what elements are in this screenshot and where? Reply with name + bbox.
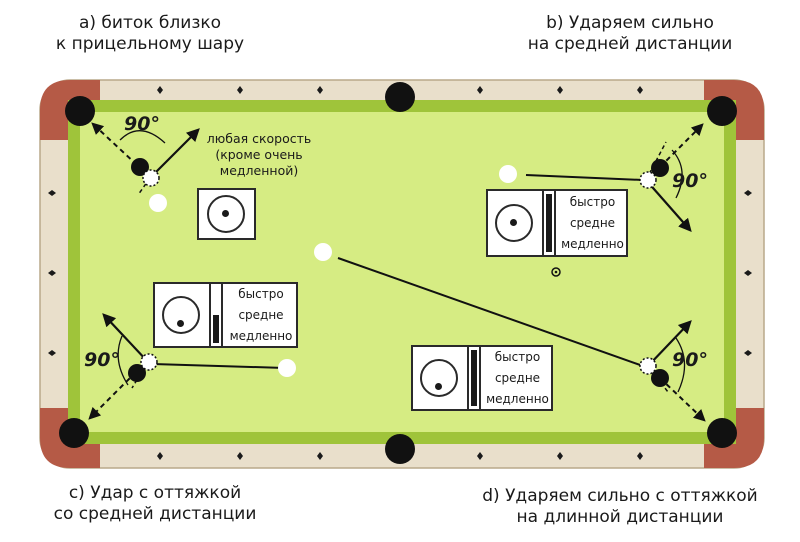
caption-c-line1: с) Удар с оттяжкой [68, 483, 242, 503]
speed-fast-c: быстро [238, 287, 284, 302]
object-ball-c [128, 364, 146, 382]
angle-label-d: 90° [672, 349, 708, 371]
cue-ball-a [149, 194, 167, 212]
angle-arc-c [117, 335, 129, 386]
path-c-object-ball [88, 371, 137, 420]
speed-medium-c: средне [238, 307, 284, 322]
table-felt [80, 112, 724, 432]
ghost-ball-a [142, 169, 160, 187]
caption-b-line2: на средней дистанции [527, 34, 733, 54]
spin-dot-c [177, 320, 184, 327]
path-b-cue-line [525, 174, 644, 181]
path-d-object-ball [659, 377, 706, 422]
spin-dot-a [222, 210, 229, 217]
ghost-ball-d [639, 357, 657, 375]
diagram-c [88, 313, 296, 420]
annotation-a: любая скорость (кроме очень медленной) [194, 131, 324, 179]
path-d-cue-line [337, 257, 644, 367]
angle-label-a: 90° [124, 113, 160, 135]
speed-meter-fill-d [471, 350, 477, 406]
diagram-a [91, 122, 200, 212]
speed-slow-d: медленно [486, 391, 549, 406]
angle-arc-b [671, 149, 683, 199]
caption-a-line1: а) биток близко [78, 13, 222, 33]
annotation-a-line2: (кроме очень [215, 147, 303, 162]
speed-medium-b: средне [569, 215, 616, 230]
caption-c: с) Удар с оттяжкой со средней дистанции [0, 483, 310, 525]
speed-meter-d [469, 347, 481, 409]
speed-slow-b: медленно [561, 237, 624, 252]
angle-arc-a [119, 130, 166, 144]
caption-b: b) Ударяем сильно на средней дистанции [460, 13, 800, 55]
spin-dot-d [435, 383, 442, 390]
spin-box-a [197, 188, 256, 240]
pocket-bottom-left [59, 418, 89, 448]
angle-label-c: 90° [84, 349, 120, 371]
path-c-cue-deflect [102, 313, 149, 363]
caption-d: d) Ударяем сильно с оттяжкой на длинной … [440, 486, 800, 528]
path-a-object-ball [91, 122, 138, 166]
speed-box-c: быстро средне медленно [153, 282, 298, 348]
speed-meter-b [544, 191, 556, 255]
speed-box-b: быстро средне медленно [486, 189, 628, 257]
caption-c-line2: со средней дистанции [53, 504, 257, 524]
rail-diamonds [48, 86, 752, 460]
caption-a-line2: к прицельному шару [55, 34, 245, 54]
speed-labels-c: быстро средне медленно [223, 284, 296, 346]
small-marker-b-dot [554, 270, 558, 274]
object-ball-d [651, 369, 669, 387]
pocket-top-left [65, 96, 95, 126]
speed-labels-b: быстро средне медленно [556, 191, 626, 255]
annotation-a-line3: медленной) [219, 163, 299, 178]
small-marker-b [551, 267, 561, 277]
spin-cell-c [155, 284, 211, 346]
path-b-object-ball [659, 123, 704, 168]
diagram-d [314, 243, 706, 422]
annotation-a-line1: любая скорость [206, 131, 312, 146]
caption-d-line1: d) Ударяем сильно с оттяжкой [482, 486, 758, 506]
path-c-cue-line [152, 363, 286, 369]
speed-meter-fill-c [213, 315, 219, 343]
pocket-top-right [707, 96, 737, 126]
pocket-bottom-middle [385, 434, 415, 464]
caption-d-line2: на длинной дистанции [516, 507, 724, 527]
angle-arc-d [675, 337, 686, 393]
caption-b-line1: b) Ударяем сильно [546, 13, 714, 33]
object-ball-b [651, 159, 669, 177]
speed-meter-fill-b [546, 194, 552, 252]
spin-cell-d [413, 347, 469, 409]
speed-fast-d: быстро [494, 350, 541, 365]
pocket-bottom-right [707, 418, 737, 448]
cue-ball-spin-icon-d [420, 359, 458, 397]
cue-ball-spin-icon-a [207, 195, 245, 233]
speed-meter-c [211, 284, 223, 346]
cue-ball-spin-icon-c [162, 296, 200, 334]
ghost-ball-c [140, 353, 158, 371]
path-d-cue-deflect [647, 320, 692, 367]
speed-medium-d: средне [494, 370, 541, 385]
speed-slow-c: медленно [229, 328, 293, 343]
path-a-cue-ball [149, 128, 200, 179]
object-ball-a [131, 158, 149, 176]
diagram-b [499, 123, 704, 277]
spin-dot-b [510, 219, 517, 226]
pocket-top-middle [385, 82, 415, 112]
cue-ball-spin-icon-b [495, 204, 533, 242]
speed-labels-d: быстро средне медленно [481, 347, 551, 409]
cue-ball-c [278, 359, 296, 377]
speed-box-d: быстро средне медленно [411, 345, 553, 411]
cue-ball-d [314, 243, 332, 261]
speed-fast-b: быстро [569, 194, 616, 209]
spin-cell-b [488, 191, 544, 255]
angle-label-b: 90° [672, 170, 708, 192]
cue-ball-b [499, 165, 517, 183]
path-b-cue-deflect [645, 179, 692, 232]
caption-a: а) биток близко к прицельному шару [0, 13, 300, 55]
ghost-ball-b [639, 171, 657, 189]
